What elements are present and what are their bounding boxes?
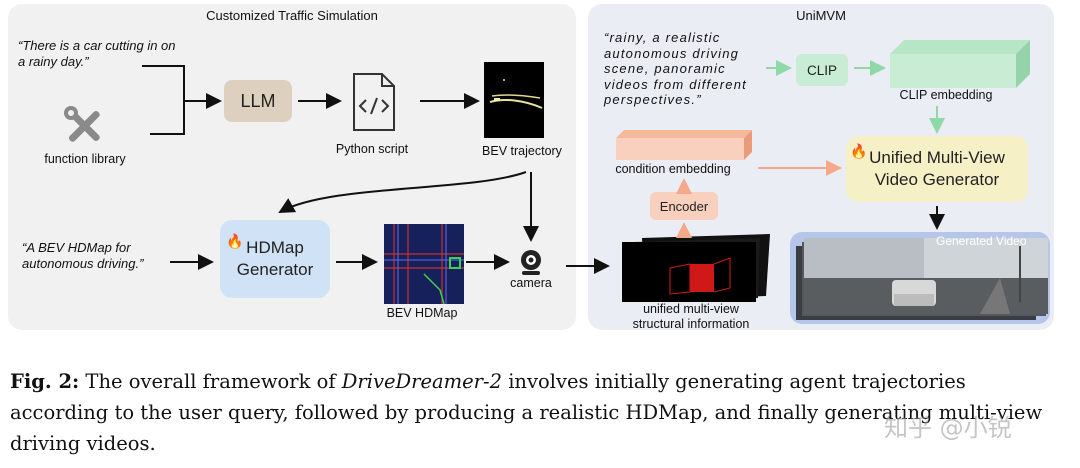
flame-icon: 🔥: [226, 233, 244, 249]
caption-text-before: The overall framework of: [79, 370, 342, 393]
bev-trajectory-image: [484, 62, 544, 138]
left-panel-title: Customized Traffic Simulation: [206, 8, 378, 23]
unified-multiview-video-generator-box: 🔥 Unified Multi-View Video Generator: [846, 136, 1028, 202]
hdmap-generator-line2: Generator: [236, 260, 314, 279]
flame-icon: 🔥: [850, 143, 868, 159]
clip-box: CLIP: [796, 54, 848, 86]
generated-video-label: Generated Video: [936, 234, 1027, 248]
bev-trajectory-label: BEV trajectory: [482, 144, 562, 158]
bev-hdmap-label: BEV HDMap: [386, 306, 458, 320]
structural-information-label: unified multi-view structural informatio…: [616, 302, 766, 332]
llm-box: LLM: [224, 80, 292, 122]
caption-model-name: DriveDreamer-2: [341, 370, 502, 393]
figure-label: Fig. 2:: [10, 370, 80, 393]
input-bracket: [142, 65, 185, 135]
generated-video-frame: Generated Video: [790, 232, 1050, 324]
clip-embedding-label: CLIP embedding: [899, 88, 993, 102]
watermark: 知乎 @小锐: [884, 414, 1012, 442]
hdmap-generator-line1: HDMap: [246, 238, 304, 257]
unified-generator-line2: Video Generator: [874, 170, 1000, 189]
clip-embedding-block: [890, 40, 1030, 90]
arrow-trajectory-to-hdmap-generator: [278, 171, 527, 213]
unified-generator-line1: Unified Multi-View: [869, 148, 1005, 167]
clip-prompt-text: “rainy, a realistic autonomous driving s…: [604, 30, 747, 107]
function-library-label: function library: [44, 152, 126, 166]
encoder-box: Encoder: [650, 192, 718, 220]
condition-embedding-block: [616, 130, 752, 160]
structural-info-line1: unified multi-view: [643, 302, 739, 316]
hdmap-generator-box: 🔥 HDMap Generator: [220, 220, 330, 298]
camera-label: camera: [510, 276, 552, 290]
python-script-label: Python script: [335, 142, 409, 156]
condition-embedding-label: condition embedding: [615, 162, 731, 176]
wrench-screwdriver-icon: [62, 104, 106, 148]
hdmap-query-text: “A BEV HDMap for autonomous driving.”: [22, 240, 144, 271]
camera-icon: [516, 248, 546, 276]
bev-hdmap-image: [384, 224, 464, 305]
code-file-icon: [350, 72, 398, 132]
car-query-text: “There is a car cutting in on a rainy da…: [18, 38, 176, 69]
figure-caption: Fig. 2: The overall framework of DriveDr…: [10, 366, 1070, 459]
structural-information-image: [620, 234, 770, 304]
caption-text-after: involves initially generating agent traj…: [10, 370, 1043, 455]
right-panel-title: UniMVM: [796, 8, 846, 23]
structural-info-line2: structural information: [632, 317, 750, 331]
